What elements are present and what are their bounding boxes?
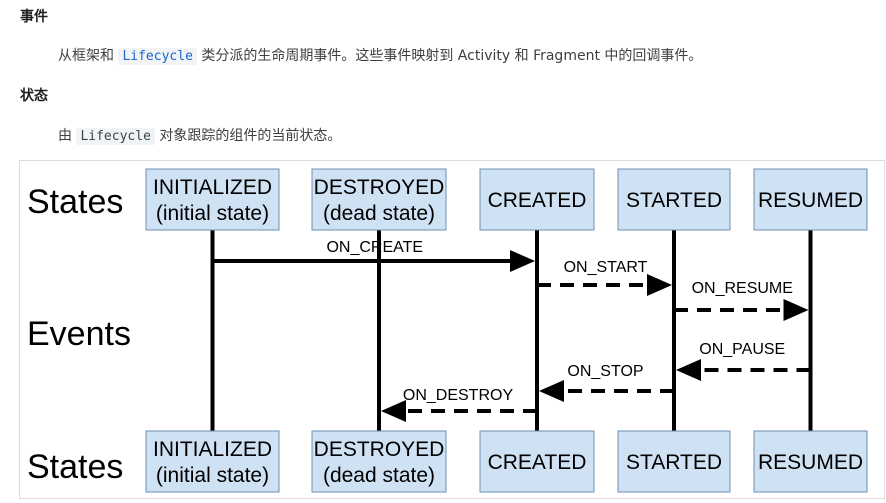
- event-arrowhead: [539, 380, 564, 402]
- event-arrowhead: [783, 299, 809, 321]
- state-box-destroyed-top: DESTROYED (dead state): [311, 168, 447, 231]
- state-box-resumed-top: RESUMED: [753, 168, 868, 231]
- state-name: CREATED: [488, 451, 587, 474]
- state-box-created-top: CREATED: [479, 168, 595, 231]
- state-name: DESTROYED: [314, 176, 445, 199]
- states-desc-prefix: 由: [58, 128, 72, 144]
- state-name: INITIALIZED: [153, 176, 272, 199]
- state-box-started-bottom: STARTED: [617, 430, 731, 493]
- event-label: ON_STOP: [567, 363, 643, 380]
- event-label: ON_RESUME: [692, 280, 793, 297]
- states-description: 由 Lifecycle 对象跟踪的组件的当前状态。: [58, 125, 341, 145]
- event-on-create: ON_CREATE: [212, 239, 535, 272]
- state-note: (dead state): [323, 202, 435, 225]
- state-box-rect: [617, 430, 731, 493]
- lifecycle-code-link[interactable]: Lifecycle: [118, 48, 197, 65]
- lifecycle-diagram: States Events States INITIALIZED (initial…: [19, 160, 885, 499]
- states-row-label-top: States: [27, 183, 123, 221]
- state-box-rect: [753, 168, 868, 231]
- state-box-rect: [479, 168, 595, 231]
- state-name: RESUMED: [758, 451, 863, 474]
- state-box-created-bottom: CREATED: [479, 430, 595, 493]
- state-name: RESUMED: [758, 189, 863, 212]
- state-box-initialized-bottom: INITIALIZED (initial state): [145, 430, 280, 493]
- state-box-rect: [145, 168, 280, 231]
- state-name: DESTROYED: [314, 438, 445, 461]
- events-term: 事件: [20, 9, 48, 25]
- event-on-resume: ON_RESUME: [674, 280, 809, 321]
- events-row-label: Events: [27, 315, 131, 353]
- event-on-start: ON_START: [537, 259, 672, 296]
- states-desc-suffix: 对象跟踪的组件的当前状态。: [159, 128, 342, 144]
- state-box-destroyed-bottom: DESTROYED (dead state): [311, 430, 447, 493]
- state-box-started-top: STARTED: [617, 168, 731, 231]
- state-name: STARTED: [626, 451, 722, 474]
- event-label: ON_PAUSE: [699, 341, 785, 358]
- event-arrowhead: [381, 400, 406, 422]
- state-box-rect: [145, 430, 280, 493]
- events-desc-prefix: 从框架和: [58, 48, 114, 64]
- state-name: INITIALIZED: [153, 438, 272, 461]
- event-arrowhead: [676, 359, 701, 381]
- state-box-resumed-bottom: RESUMED: [753, 430, 868, 493]
- event-arrowhead: [510, 250, 535, 272]
- event-on-destroy: ON_DESTROY: [381, 387, 537, 422]
- state-box-rect: [617, 168, 731, 231]
- state-name: STARTED: [626, 189, 722, 212]
- state-box-initialized-top: INITIALIZED (initial state): [145, 168, 280, 231]
- state-box-rect: [311, 168, 447, 231]
- events-desc-suffix: 类分派的生命周期事件。这些事件映射到 Activity 和 Fragment 中…: [201, 48, 703, 64]
- event-on-pause: ON_PAUSE: [676, 341, 811, 381]
- event-arrowhead: [647, 274, 672, 296]
- event-on-stop: ON_STOP: [539, 363, 674, 402]
- state-box-rect: [753, 430, 868, 493]
- event-label: ON_CREATE: [326, 239, 423, 256]
- state-box-rect: [311, 430, 447, 493]
- state-note: (initial state): [156, 202, 269, 225]
- states-row-label-bottom: States: [27, 448, 123, 486]
- events-description: 从框架和 Lifecycle 类分派的生命周期事件。这些事件映射到 Activi…: [58, 45, 702, 65]
- state-name: CREATED: [488, 189, 587, 212]
- state-note: (dead state): [323, 464, 435, 487]
- state-box-rect: [479, 430, 595, 493]
- lifecycle-diagram-svg: States Events States INITIALIZED (initial…: [27, 168, 868, 493]
- states-term: 状态: [20, 88, 48, 104]
- event-label: ON_DESTROY: [403, 387, 514, 404]
- event-label: ON_START: [564, 259, 648, 276]
- state-note: (initial state): [156, 464, 269, 487]
- lifecycle-code: Lifecycle: [76, 128, 155, 145]
